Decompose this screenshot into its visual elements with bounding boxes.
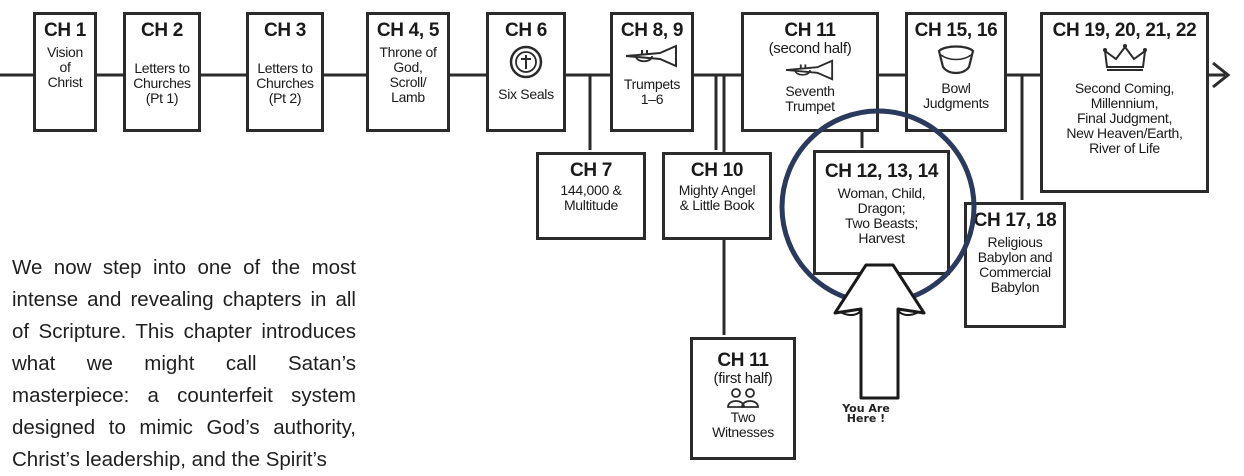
chapter-heading: CH 19, 20, 21, 22: [1052, 20, 1197, 41]
chapter-text: 1–6: [640, 91, 664, 107]
chapter-text: Churches: [133, 75, 191, 91]
chapter-box-ch2: CH 2 Letters to Churches (Pt 1): [123, 12, 201, 132]
chapter-subheading: (first half): [713, 370, 773, 387]
chapter-text: 144,000 &: [560, 182, 622, 198]
chapter-text: Two Beasts;: [845, 215, 918, 231]
chapter-box-ch10: CH 10 Mighty Angel & Little Book: [662, 152, 772, 240]
chapter-box-ch6: CH 6 Six Seals: [486, 12, 566, 132]
chapter-text: Babylon and: [977, 249, 1053, 265]
trumpet-icon: [785, 59, 834, 81]
chapter-text: Harvest: [858, 230, 905, 246]
you-are-here-marker: [779, 108, 977, 400]
chapter-box-ch8-9: CH 8, 9 Trumpets 1–6: [610, 12, 694, 132]
chapter-heading: CH 17, 18: [973, 210, 1057, 231]
chapter-heading: CH 4, 5: [376, 20, 440, 41]
chapter-text: Woman, Child,: [837, 185, 926, 201]
timeline-arrow-head: [1212, 61, 1231, 89]
seal-icon: [509, 45, 543, 79]
two-people-icon: [727, 388, 759, 408]
chapter-heading: CH 11: [717, 350, 769, 371]
chapter-text: Second Coming,: [1074, 80, 1175, 96]
chapter-text: Commercial: [979, 264, 1051, 280]
chapter-text: Vision: [46, 44, 84, 60]
chapter-text: Six Seals: [498, 86, 554, 102]
chapter-text: Letters to: [134, 60, 190, 76]
chapter-text: Christ: [47, 74, 83, 90]
crown-icon: [1102, 44, 1147, 71]
chapter-subheading: (second half): [768, 40, 852, 57]
chapter-text: Babylon: [990, 279, 1040, 295]
up-arrow-icon: [833, 263, 926, 400]
chapter-text: Bowl: [941, 80, 971, 96]
chapter-text: (Pt 2): [268, 90, 302, 106]
chapter-text: Letters to: [257, 60, 313, 76]
chapter-box-ch3: CH 3 Letters to Churches (Pt 2): [246, 12, 324, 132]
chapter-text: Scroll/: [389, 74, 427, 90]
chapter-box-ch7: CH 7 144,000 & Multitude: [536, 152, 646, 240]
chapter-heading: CH 7: [569, 160, 613, 181]
chapter-box-ch17-18: CH 17, 18 Religious Babylon and Commerci…: [964, 202, 1066, 328]
chapter-text: Mighty Angel: [678, 182, 756, 198]
chapter-text: Lamb: [391, 89, 425, 105]
chapter-heading: CH 12, 13, 14: [824, 161, 939, 182]
chapter-text: & Little Book: [679, 197, 755, 213]
chapter-text: Seventh: [785, 83, 835, 99]
chapter-text: Two: [730, 409, 756, 425]
chapter-text: Dragon;: [857, 200, 906, 216]
chapter-text: Millennium,: [1090, 95, 1159, 111]
chapter-text: Multitude: [563, 197, 619, 213]
chapter-heading: CH 11: [784, 20, 836, 41]
chapter-heading: CH 3: [263, 20, 307, 41]
chapter-heading: CH 15, 16: [914, 20, 998, 41]
chapter-text: Religious: [987, 234, 1043, 250]
chapter-text: Trumpet: [785, 98, 835, 114]
chapter-box-ch15-16: CH 15, 16 Bowl Judgments: [905, 12, 1007, 132]
chapter-heading: CH 1: [43, 20, 87, 41]
chapter-text: of: [59, 59, 71, 75]
chapter-text: Judgments: [923, 95, 989, 111]
chapter-heading: CH 8, 9: [620, 20, 684, 41]
chapter-box-ch4-5: CH 4, 5 Throne of God, Scroll/ Lamb: [366, 12, 450, 132]
chapter-heading: CH 2: [140, 20, 184, 41]
chapter-text: New Heaven/Earth,: [1066, 125, 1183, 141]
you-are-here-label: You Are Here !: [836, 402, 896, 425]
chapter-heading: CH 6: [504, 20, 548, 41]
chapter-text: Final Judgment,: [1076, 110, 1173, 126]
trumpet-icon: [625, 44, 677, 68]
chapter-box-ch19-22: CH 19, 20, 21, 22 Second Coming, Millenn…: [1040, 12, 1209, 193]
chapter-text: River of Life: [1089, 140, 1160, 156]
intro-paragraph: We now step into one of the most intense…: [12, 256, 356, 471]
chapter-text: Trumpets: [623, 76, 681, 92]
chapter-text: (Pt 1): [145, 90, 179, 106]
bowl-icon: [937, 45, 975, 75]
chapter-box-ch1: CH 1 Vision of Christ: [33, 12, 97, 132]
you-are-here-line: Here !: [846, 412, 886, 425]
chapter-text: Churches: [256, 75, 314, 91]
you-are-here-line: You Are: [842, 402, 890, 415]
chapter-heading: CH 10: [690, 160, 744, 181]
chapter-text: Throne of: [379, 44, 437, 60]
chapter-text: God,: [393, 59, 423, 75]
